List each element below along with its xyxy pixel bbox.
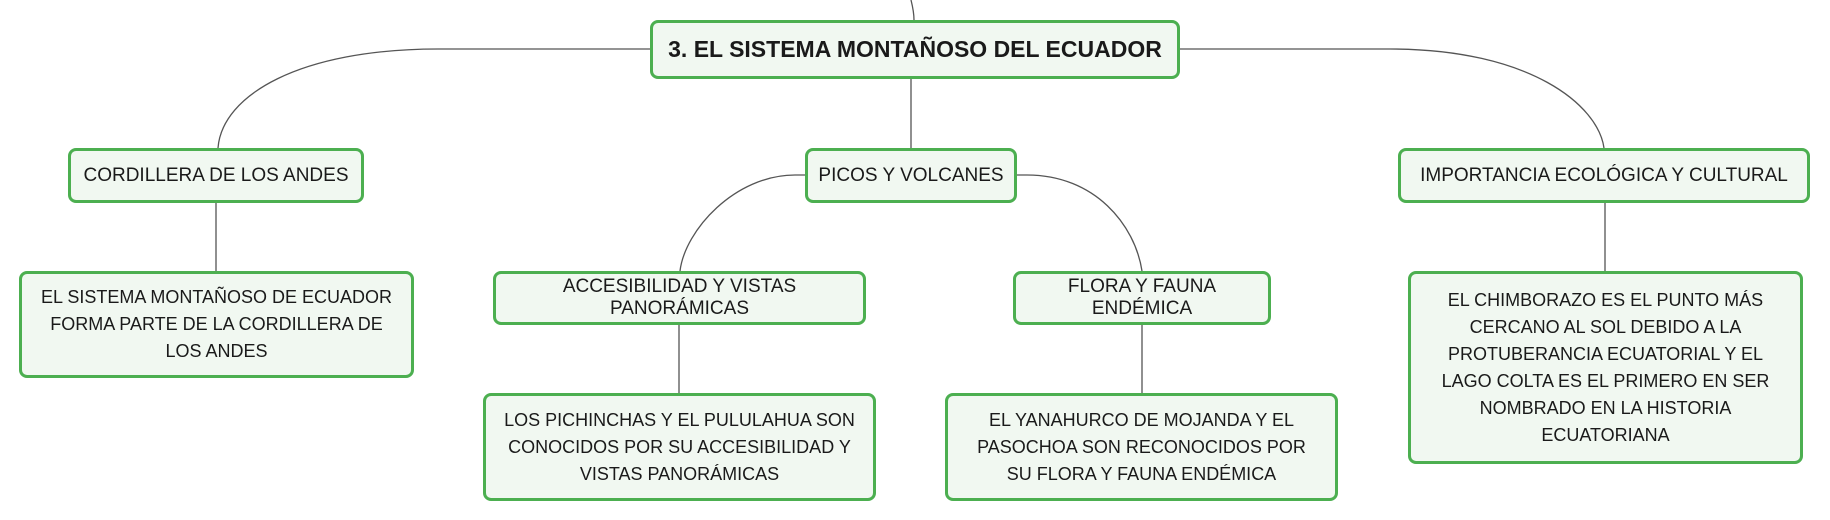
subtopic-label: ACCESIBILIDAD Y VISTAS PANORÁMICAS xyxy=(562,276,797,319)
topic-label: IMPORTANCIA ECOLÓGICA Y CULTURAL xyxy=(1420,164,1788,186)
detail-text: EL CHIMBORAZO ES EL PUNTO MÁS CERCANO AL… xyxy=(1441,289,1770,445)
subtopic-accesibilidad-y-vistas[interactable]: ACCESIBILIDAD Y VISTAS PANORÁMICAS xyxy=(493,271,866,325)
subtopic-flora-y-fauna[interactable]: FLORA Y FAUNA ENDÉMICA xyxy=(1013,271,1271,325)
topic-cordillera-de-los-andes[interactable]: CORDILLERA DE LOS ANDES xyxy=(68,148,364,203)
detail-text: EL SISTEMA MONTAÑOSO DE ECUADOR FORMA PA… xyxy=(40,287,393,361)
connector-top-stub xyxy=(910,0,915,21)
topic-label: CORDILLERA DE LOS ANDES xyxy=(83,164,349,186)
detail-importancia[interactable]: EL CHIMBORAZO ES EL PUNTO MÁS CERCANO AL… xyxy=(1408,271,1803,464)
detail-text: EL YANAHURCO DE MOJANDA Y EL PASOCHOA SO… xyxy=(977,409,1306,484)
subtopic-label: FLORA Y FAUNA ENDÉMICA xyxy=(1067,276,1217,319)
root-topic-label: 3. EL SISTEMA MONTAÑOSO DEL ECUADOR xyxy=(668,36,1162,62)
root-topic[interactable]: 3. EL SISTEMA MONTAÑOSO DEL ECUADOR xyxy=(650,20,1180,79)
connector-root-to-andes xyxy=(217,48,650,149)
topic-picos-y-volcanes[interactable]: PICOS Y VOLCANES xyxy=(805,148,1017,203)
detail-flora[interactable]: EL YANAHURCO DE MOJANDA Y EL PASOCHOA SO… xyxy=(945,393,1338,501)
detail-accesibilidad[interactable]: LOS PICHINCHAS Y EL PULULAHUA SON CONOCI… xyxy=(483,393,876,501)
detail-text: LOS PICHINCHAS Y EL PULULAHUA SON CONOCI… xyxy=(504,409,855,484)
connector-picos-to-accesibilidad xyxy=(679,174,805,272)
connector-root-to-importancia xyxy=(1180,48,1605,149)
detail-andes[interactable]: EL SISTEMA MONTAÑOSO DE ECUADOR FORMA PA… xyxy=(19,271,414,378)
topic-label: PICOS Y VOLCANES xyxy=(818,164,1004,186)
connector-picos-to-flora xyxy=(1017,174,1143,272)
topic-importancia-ecologica-y-cultural[interactable]: IMPORTANCIA ECOLÓGICA Y CULTURAL xyxy=(1398,148,1810,203)
